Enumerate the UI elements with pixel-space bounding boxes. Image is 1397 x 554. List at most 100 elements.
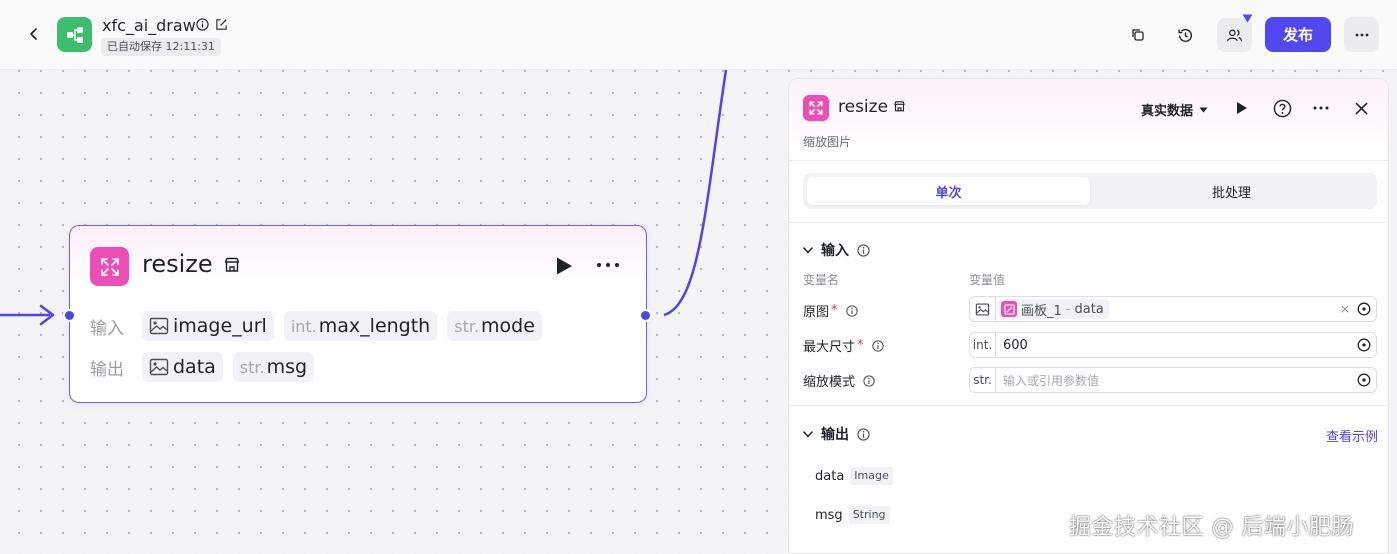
output-row-label: 输出: [90, 359, 124, 380]
image-type-icon: [149, 317, 169, 335]
image-type-icon: [149, 358, 169, 376]
scale-mode-placeholder: 输入或引用参数值: [1003, 373, 1100, 388]
output-name: data: [173, 356, 216, 378]
output-chip-msg[interactable]: str. msg: [232, 352, 315, 382]
panel-close-button[interactable]: [1350, 97, 1372, 119]
input-name: image_url: [173, 315, 267, 337]
info-icon[interactable]: [845, 304, 858, 317]
run-mode-select[interactable]: 真实数据: [1141, 100, 1208, 119]
info-icon[interactable]: [857, 427, 870, 441]
field-label-text: 缩放模式: [803, 375, 856, 390]
more-dot: [597, 263, 601, 267]
divider: [789, 405, 1388, 406]
variable-picker-button[interactable]: [1352, 302, 1376, 316]
source-image-input[interactable]: 画板_1 - data ×: [969, 296, 1377, 322]
top-bar: xfc_ai_draw 已自动保存 12:11:31 发布: [0, 0, 1397, 70]
panel-description: 缩放图片: [803, 135, 852, 149]
info-icon[interactable]: [857, 243, 870, 257]
collaborators-button[interactable]: [1217, 18, 1252, 52]
resize-icon: [809, 101, 823, 115]
column-header-name: 变量名: [803, 273, 840, 287]
output-field: msg String: [815, 506, 890, 524]
more-dot: [606, 263, 610, 267]
info-icon[interactable]: [871, 339, 884, 352]
panel-header: resize 缩放图片 真实数据: [789, 79, 1388, 161]
output-field-name: data: [815, 468, 845, 484]
app-title: xfc_ai_draw: [102, 16, 196, 35]
field-label-max-size: 最大尺寸*: [803, 336, 884, 355]
variable-reference-tag[interactable]: 画板_1 - data: [999, 299, 1109, 319]
max-size-value: 600: [1003, 337, 1028, 353]
field-label-source-image: 原图*: [803, 301, 858, 320]
divider: [789, 222, 1388, 223]
output-section-toggle[interactable]: 输出: [803, 424, 870, 444]
output-chip-data[interactable]: data: [142, 352, 223, 382]
back-button[interactable]: [22, 22, 46, 46]
output-field-type: String: [848, 506, 890, 524]
run-node-icon[interactable]: [555, 256, 573, 276]
input-chip-image-url[interactable]: image_url: [142, 311, 274, 341]
more-button[interactable]: [1344, 17, 1379, 52]
info-icon[interactable]: [863, 374, 875, 387]
node-input-row: 输入 image_url int. max_length str. mode: [90, 311, 542, 341]
watermark: 掘金技术社区 @ 后端小肥肠: [1069, 515, 1354, 540]
variable-picker-button[interactable]: [1352, 373, 1376, 387]
premium-badge-icon: [1242, 14, 1253, 23]
column-header-value: 变量值: [969, 273, 1006, 287]
resize-node-icon: [90, 247, 129, 286]
image-type-icon: [975, 303, 990, 315]
copy-icon: [1132, 29, 1144, 41]
output-name: msg: [266, 356, 308, 378]
help-icon: [1273, 99, 1291, 117]
field-type-prefix: [970, 297, 996, 321]
history-icon: [1177, 28, 1192, 42]
history-button[interactable]: [1169, 19, 1201, 51]
edit-icon[interactable]: [215, 18, 228, 31]
ref-separator: -: [1065, 301, 1071, 317]
close-icon: [1355, 102, 1367, 114]
input-chip-mode[interactable]: str. mode: [447, 311, 542, 341]
target-icon: [1357, 338, 1371, 352]
clear-icon[interactable]: ×: [1339, 302, 1350, 316]
store-icon: [894, 101, 905, 112]
run-mode-label: 真实数据: [1141, 104, 1194, 119]
node-input-port[interactable]: [63, 309, 76, 322]
input-section-toggle[interactable]: 输入: [803, 240, 870, 260]
input-row-label: 输入: [90, 318, 124, 339]
more-icon: [1313, 106, 1329, 110]
view-example-link[interactable]: 查看示例: [1326, 430, 1379, 445]
field-type-prefix: int.: [970, 333, 996, 357]
caret-down-icon: [1199, 107, 1208, 112]
output-section-title: 输出: [821, 427, 849, 443]
info-icon[interactable]: [196, 18, 209, 31]
ref-source: 画板_1: [1021, 303, 1062, 319]
chevron-down-icon: [803, 430, 813, 438]
input-name: mode: [481, 315, 535, 337]
more-icon: [1355, 33, 1368, 36]
required-mark: *: [831, 303, 838, 318]
tab-batch[interactable]: 批处理: [1211, 185, 1251, 201]
collaborators-icon: [1226, 29, 1243, 41]
node-config-panel: resize 缩放图片 真实数据 单次 批处理 输入 变量名 变量值 原图*: [788, 78, 1389, 554]
node-more-button[interactable]: [597, 263, 619, 267]
resize-node[interactable]: resize 输入 image_url int. max_length str.…: [69, 225, 647, 403]
panel-run-button[interactable]: [1231, 97, 1253, 119]
input-chip-max-length[interactable]: int. max_length: [283, 311, 438, 341]
variable-picker-button[interactable]: [1352, 338, 1376, 352]
tab-single[interactable]: 单次: [807, 177, 1090, 205]
back-icon: [30, 28, 37, 40]
output-field-name: msg: [815, 507, 843, 523]
output-field-type: Image: [850, 467, 893, 485]
canvas-icon: [1003, 303, 1015, 315]
field-label-scale-mode: 缩放模式: [803, 371, 875, 390]
panel-more-button[interactable]: [1310, 97, 1332, 119]
node-output-port[interactable]: [639, 309, 652, 322]
node-title: resize: [142, 250, 213, 278]
publish-button[interactable]: 发布: [1265, 17, 1331, 52]
max-size-input[interactable]: int. 600: [969, 332, 1377, 358]
panel-help-button[interactable]: [1271, 97, 1293, 119]
canvas-node-icon: [1001, 301, 1017, 317]
target-icon: [1357, 302, 1371, 316]
scale-mode-input[interactable]: str. 输入或引用参数值: [969, 367, 1377, 393]
copy-button[interactable]: [1122, 19, 1154, 51]
